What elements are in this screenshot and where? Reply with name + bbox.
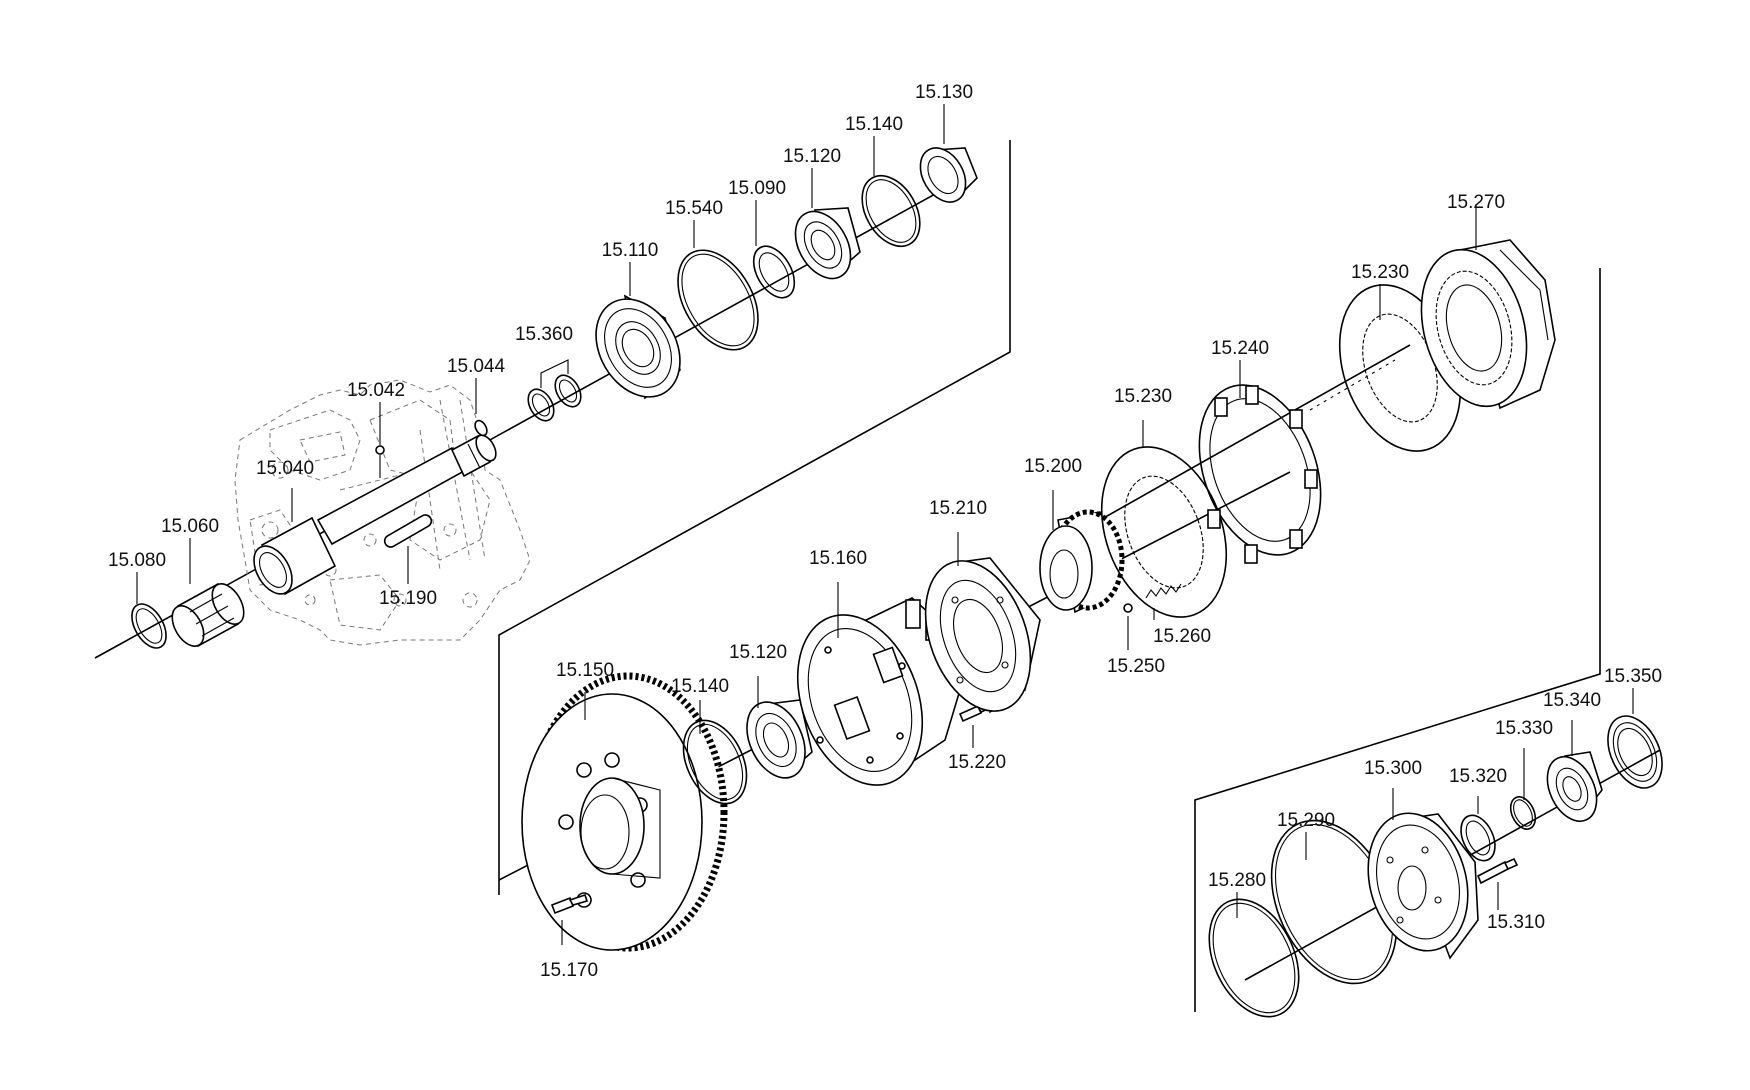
part-15-060-needle-bearing bbox=[171, 582, 245, 648]
part-15-340-bearing bbox=[1546, 751, 1603, 822]
part-15-350-shaft-seal bbox=[1607, 715, 1663, 789]
part-labels: 15.130 15.140 15.120 15.090 15.540 15.11… bbox=[108, 82, 1662, 981]
label-15-230-upper: 15.230 bbox=[1351, 262, 1409, 283]
part-15-140-snap-ring-lower bbox=[682, 719, 748, 805]
label-15-060: 15.060 bbox=[161, 516, 219, 537]
axis-clutch-pack bbox=[1099, 344, 1411, 521]
label-15-230-lower: 15.230 bbox=[1114, 386, 1172, 407]
label-15-350: 15.350 bbox=[1604, 666, 1662, 687]
assembly-frame-lower bbox=[1194, 268, 1601, 1012]
label-15-300: 15.300 bbox=[1364, 758, 1422, 779]
part-15-044-ring bbox=[474, 419, 488, 437]
part-15-250-ball bbox=[1123, 603, 1133, 650]
part-15-320-seal-ring bbox=[1460, 814, 1496, 862]
label-15-170: 15.170 bbox=[540, 960, 598, 981]
part-15-040-shaft bbox=[253, 434, 497, 596]
label-15-140-upper: 15.140 bbox=[845, 114, 903, 135]
label-15-090: 15.090 bbox=[728, 178, 786, 199]
part-15-310-bolt bbox=[1476, 857, 1519, 910]
leader-lines bbox=[136, 104, 1634, 918]
label-15-540: 15.540 bbox=[665, 198, 723, 219]
label-15-340: 15.340 bbox=[1543, 690, 1601, 711]
label-15-120-lower: 15.120 bbox=[729, 642, 787, 663]
part-15-120-taper-bearing-upper bbox=[794, 207, 861, 280]
part-15-110-ball-bearing bbox=[595, 294, 681, 400]
label-15-360: 15.360 bbox=[515, 324, 573, 345]
part-15-042-ball bbox=[375, 423, 385, 478]
part-15-090-ring bbox=[752, 245, 796, 299]
label-15-280: 15.280 bbox=[1208, 870, 1266, 891]
label-15-200: 15.200 bbox=[1024, 456, 1082, 477]
label-15-080: 15.080 bbox=[108, 550, 166, 571]
label-15-210: 15.210 bbox=[929, 498, 987, 519]
part-15-170-bolt bbox=[550, 893, 589, 945]
label-15-160: 15.160 bbox=[809, 548, 867, 569]
label-15-250: 15.250 bbox=[1107, 656, 1165, 677]
label-15-130: 15.130 bbox=[915, 82, 973, 103]
label-15-110: 15.110 bbox=[602, 240, 659, 261]
label-15-290: 15.290 bbox=[1277, 810, 1335, 831]
part-15-210-piston bbox=[924, 557, 1041, 714]
label-15-310: 15.310 bbox=[1487, 912, 1545, 933]
part-15-300-cover bbox=[1367, 812, 1479, 960]
label-15-120-upper: 15.120 bbox=[783, 146, 841, 167]
label-15-330: 15.330 bbox=[1495, 718, 1553, 739]
part-15-540-snap-ring bbox=[677, 249, 759, 351]
assembly-frame-upper bbox=[498, 140, 1011, 895]
label-15-190: 15.190 bbox=[379, 588, 437, 609]
label-15-150: 15.150 bbox=[556, 660, 614, 681]
part-15-200-hub bbox=[1039, 509, 1125, 614]
part-15-360-shims bbox=[527, 359, 582, 422]
part-15-330-snap-ring bbox=[1509, 796, 1537, 830]
label-15-040: 15.040 bbox=[256, 458, 314, 479]
part-15-240-steel-plate bbox=[1198, 384, 1322, 564]
part-15-080-circlip bbox=[131, 603, 167, 649]
label-15-140-lower: 15.140 bbox=[671, 676, 729, 697]
part-15-120-taper-bearing-lower bbox=[746, 699, 813, 779]
label-15-240: 15.240 bbox=[1211, 338, 1269, 359]
label-15-320: 15.320 bbox=[1449, 766, 1507, 787]
label-15-042: 15.042 bbox=[347, 380, 405, 401]
label-15-044: 15.044 bbox=[447, 356, 506, 377]
part-15-270-clutch-housing bbox=[1420, 239, 1556, 410]
part-15-190-key bbox=[383, 514, 433, 548]
label-15-220: 15.220 bbox=[948, 752, 1006, 773]
part-15-280-o-ring bbox=[1208, 898, 1300, 1018]
part-15-130-bearing-cup bbox=[919, 147, 978, 203]
label-15-260: 15.260 bbox=[1153, 626, 1211, 647]
part-15-140-snap-ring-upper bbox=[861, 174, 921, 248]
part-15-150-gear bbox=[521, 672, 728, 952]
label-15-270: 15.270 bbox=[1447, 192, 1505, 213]
transmission-housing-outline bbox=[234, 379, 531, 646]
